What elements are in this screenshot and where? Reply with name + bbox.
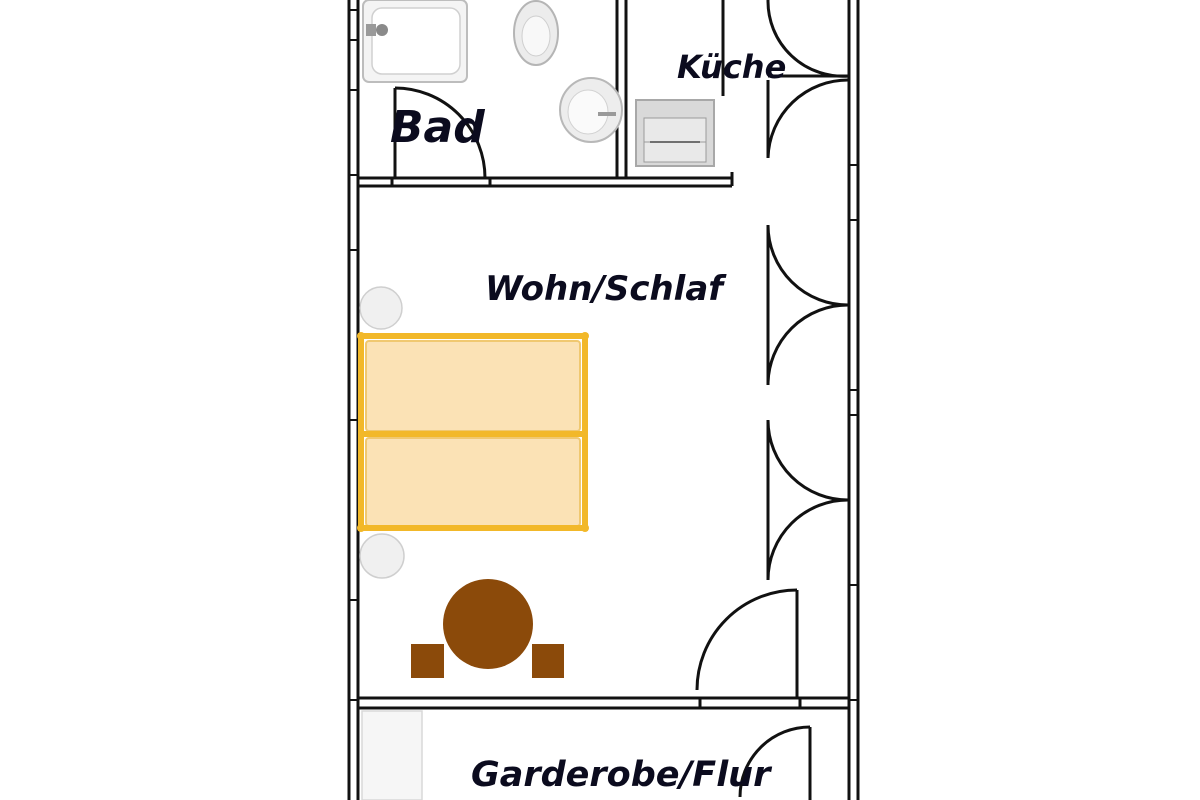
room-label-kitchen: Küche [677, 48, 786, 86]
outer-walls [347, 0, 860, 800]
entry-door-arc [695, 588, 798, 691]
dining-set [411, 579, 564, 678]
interior-walls [358, 0, 849, 710]
hallway-door-arc [738, 725, 811, 798]
bed-mattress [365, 437, 581, 527]
double-bed [357, 332, 589, 532]
window-door-arc [766, 498, 850, 581]
round-table [443, 579, 533, 669]
bed-mattress [365, 340, 581, 432]
kitchen-fixtures [635, 99, 715, 167]
window-door-arc [766, 419, 850, 502]
door-swings [393, 0, 850, 800]
hallway-furniture [361, 710, 423, 800]
window-door-arc [766, 224, 850, 307]
nightstand [359, 533, 405, 579]
faucet-icon [376, 24, 388, 36]
chair [411, 644, 444, 678]
bath-fixtures [362, 0, 623, 143]
room-label-bath: Bad [390, 102, 485, 153]
balcony-door-arc [766, 78, 850, 159]
bath-door-arc [394, 86, 487, 179]
wall-hatching [349, 9, 858, 701]
bedroom-furniture [357, 286, 589, 678]
nightstand [359, 286, 403, 330]
chair [532, 644, 564, 678]
room-label-living: Wohn/Schlaf [485, 269, 727, 309]
room-label-hallway: Garderobe/Flur [471, 755, 773, 795]
wardrobe [361, 710, 423, 800]
window-door-arc [766, 303, 850, 386]
